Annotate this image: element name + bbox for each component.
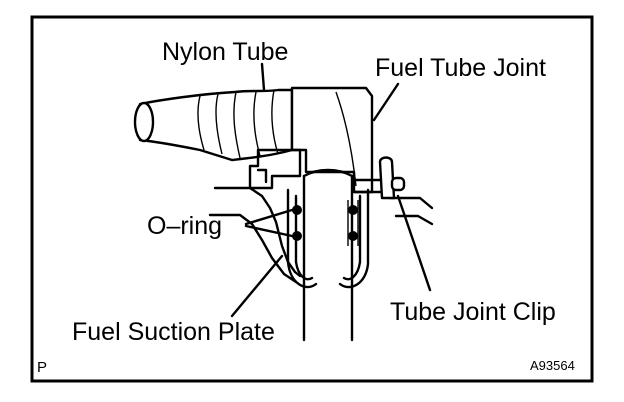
figure-code: A93564 — [530, 358, 575, 373]
fuel-pipe-shape — [286, 168, 370, 342]
label-nylon-tube: Nylon Tube — [162, 38, 288, 66]
label-tube-joint-clip: Tube Joint Clip — [390, 298, 556, 326]
leader-lines — [230, 62, 432, 318]
diagram-frame — [30, 15, 594, 383]
label-fuel-tube-joint: Fuel Tube Joint — [375, 54, 546, 82]
nylon-tube-shape — [133, 88, 294, 162]
corner-letter: P — [37, 359, 47, 376]
label-fuel-suction-plate: Fuel Suction Plate — [72, 318, 275, 346]
fuel-suction-plate-shape — [208, 186, 434, 284]
o-ring-shapes — [292, 200, 359, 246]
tube-joint-clip-shape — [378, 156, 406, 200]
label-o-ring: O–ring — [147, 212, 222, 240]
